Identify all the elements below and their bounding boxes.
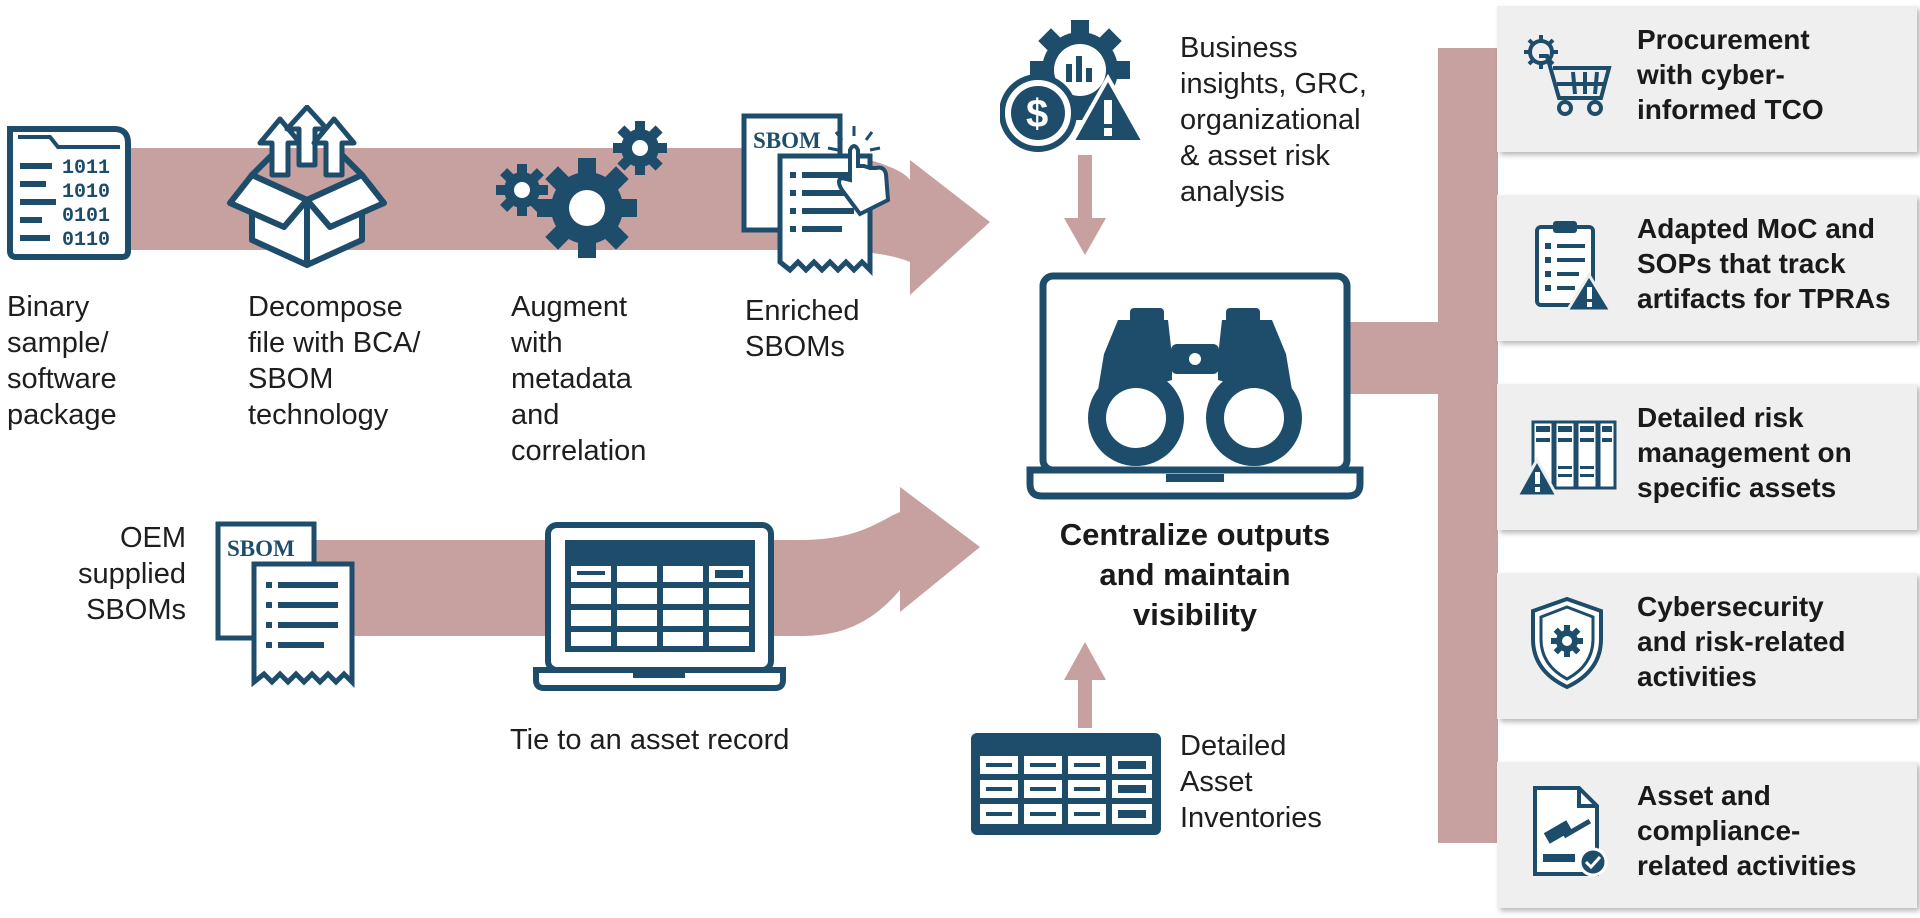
vertical-trunk bbox=[1438, 48, 1498, 843]
sbom-pointer-icon: SBOM bbox=[738, 110, 898, 280]
up-arrow-inventories bbox=[1064, 642, 1106, 728]
svg-text:1010: 1010 bbox=[62, 181, 110, 204]
oem-sbom-badge-text: SBOM bbox=[227, 536, 295, 561]
sbom-badge-text: SBOM bbox=[753, 128, 821, 153]
enriched-sboms-label: Enriched SBOMs bbox=[745, 295, 860, 363]
outcome-card-cybersecurity: Cybersecurity and risk-related activitie… bbox=[1497, 573, 1917, 719]
binary-file-icon: 1011 1010 0101 0110 bbox=[4, 125, 134, 260]
outcome-card-procurement: Procurement with cyber- informed TCO bbox=[1497, 6, 1917, 152]
outcome-text: Adapted MoC and SOPs that track artifact… bbox=[1637, 213, 1891, 314]
inventory-table-icon bbox=[968, 730, 1164, 838]
open-box-icon bbox=[222, 105, 392, 270]
gear-cart-icon bbox=[1517, 26, 1617, 126]
decompose-label: Decompose file with BCA/ SBOM technology bbox=[248, 291, 421, 431]
gears-icon bbox=[492, 118, 672, 263]
checklist-warning-icon bbox=[1517, 215, 1617, 315]
asset-record-label: Tie to an asset record bbox=[510, 724, 790, 756]
outcome-text: Procurement with cyber- informed TCO bbox=[1637, 24, 1824, 125]
binary-sample-label: Binary sample/ software package bbox=[7, 291, 117, 431]
server-rack-warning-icon bbox=[1517, 404, 1617, 504]
laptop-binoculars-icon bbox=[1026, 270, 1364, 502]
outcome-card-moc-sops: Adapted MoC and SOPs that track artifact… bbox=[1497, 195, 1917, 341]
down-arrow-business bbox=[1064, 155, 1106, 255]
center-title: Centralize outputs and maintain visibili… bbox=[1059, 517, 1331, 632]
business-insights-label: Business insights, GRC, organizational &… bbox=[1180, 32, 1367, 208]
svg-text:1011: 1011 bbox=[62, 157, 110, 180]
gear-dollar-warning-icon: $ bbox=[1000, 18, 1148, 153]
center-to-trunk-connector bbox=[1340, 322, 1440, 394]
outcome-text: Cybersecurity and risk-related activitie… bbox=[1637, 591, 1846, 692]
outcome-card-risk-management: Detailed risk management on specific ass… bbox=[1497, 384, 1917, 530]
inventories-label: Detailed Asset Inventories bbox=[1180, 730, 1322, 834]
svg-text:$: $ bbox=[1026, 92, 1048, 136]
trunk-branch-1 bbox=[1438, 48, 1498, 118]
augment-label: Augment with metadata and correlation bbox=[511, 291, 647, 467]
svg-text:0110: 0110 bbox=[62, 229, 110, 252]
svg-text:0101: 0101 bbox=[62, 205, 110, 228]
shield-gear-icon bbox=[1517, 593, 1617, 693]
gavel-document-icon bbox=[1517, 782, 1617, 882]
oem-sboms-label: OEM supplied SBOMs bbox=[77, 522, 186, 626]
sbom-document-icon: SBOM bbox=[212, 518, 360, 690]
laptop-table-icon bbox=[533, 520, 786, 692]
outcome-text: Detailed risk management on specific ass… bbox=[1637, 402, 1852, 503]
outcome-card-compliance: Asset and compliance- related activities bbox=[1497, 762, 1917, 908]
outcome-text: Asset and compliance- related activities bbox=[1637, 780, 1857, 881]
